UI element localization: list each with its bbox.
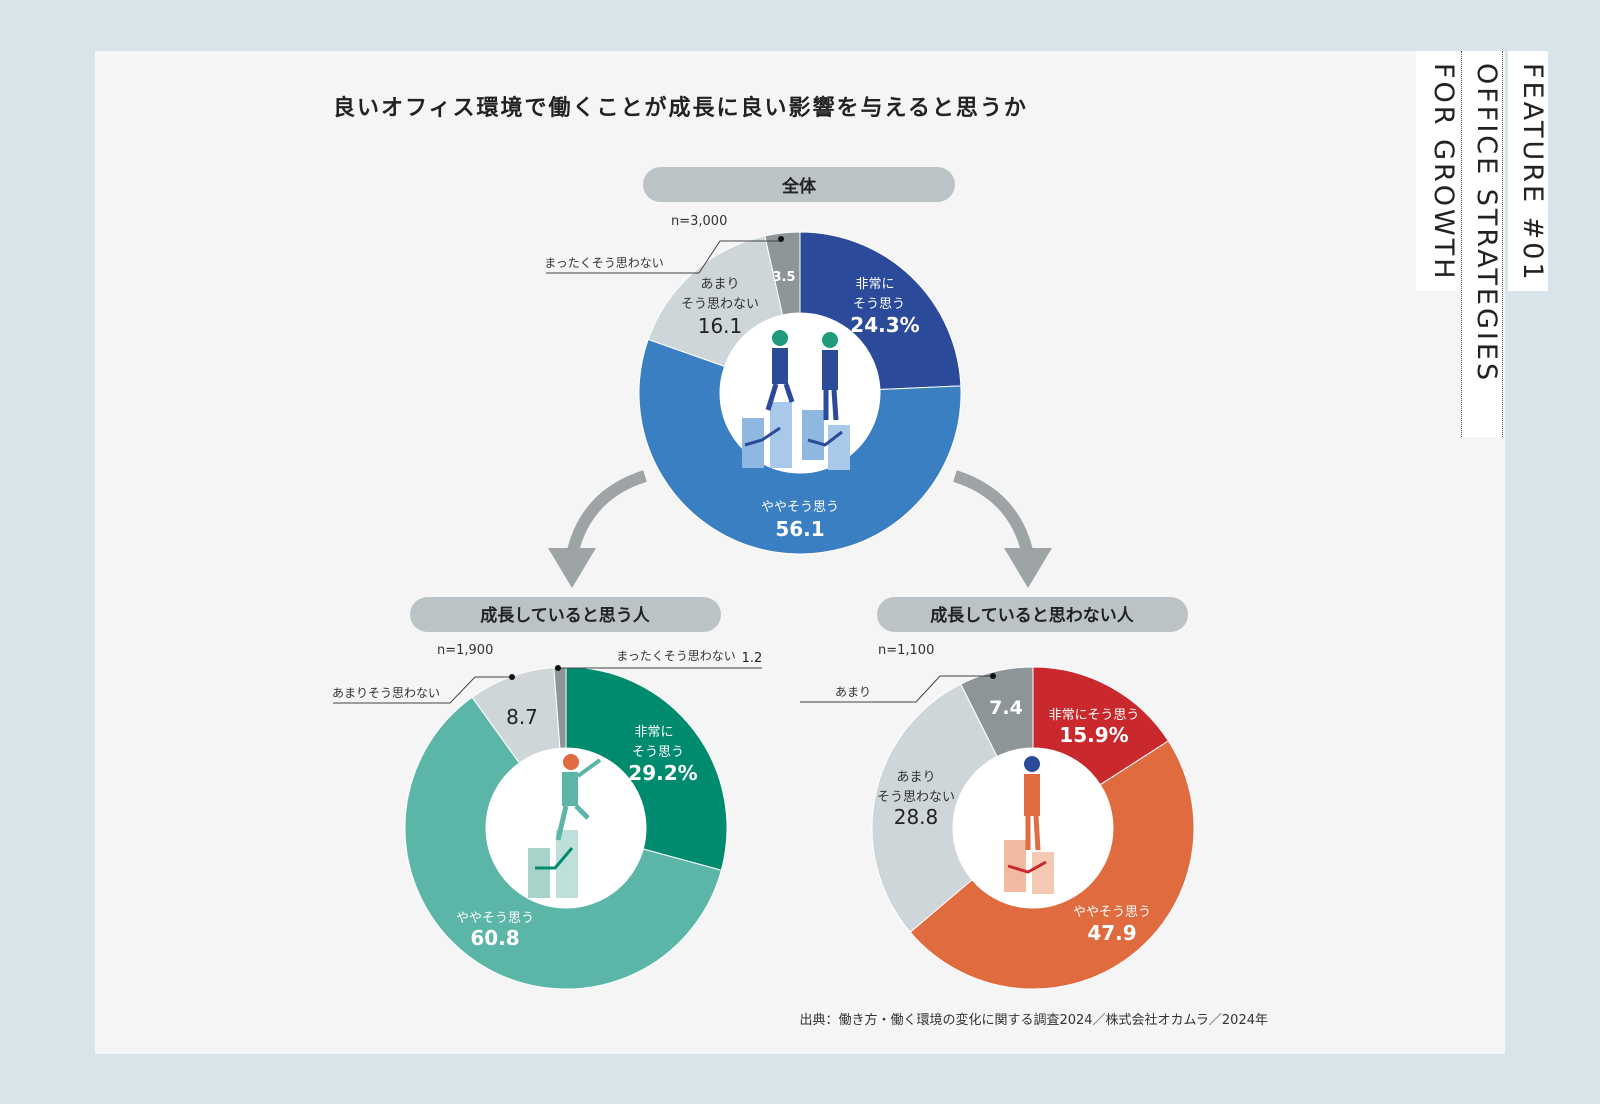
pill-not-growing [877, 597, 1188, 632]
pill-growing [410, 597, 721, 632]
illustration-overall [742, 330, 850, 470]
page-title: 良いオフィス環境で働くことが成長に良い影響を与えると思うか [333, 95, 1028, 121]
label-not-growing-somewhat: ややそう思う [1073, 905, 1151, 920]
arrow-left-icon [548, 470, 647, 588]
pill-overall [643, 167, 955, 202]
value-growing-somewhat: 60.8 [470, 926, 519, 950]
n-label-overall: n=3,000 [671, 214, 727, 229]
label-not-growing-not-much: あまり [896, 770, 935, 785]
illustration-not-growing [1004, 756, 1054, 894]
side-title-for-growth: FOR GROWTH [1416, 51, 1459, 291]
value-growing-strongly: 29.2% [628, 761, 697, 785]
value-not-growing-somewhat: 47.9 [1087, 921, 1136, 945]
label-not-growing-strongly: 非常にそう思う [1049, 708, 1140, 723]
label-growing-not-at-all: まったくそう思わない [616, 649, 736, 663]
chart-title-not-growing: 成長していると思わない人 [930, 605, 1134, 626]
value-growing-not-at-all: 1.2 [742, 651, 763, 666]
n-label-growing: n=1,900 [437, 643, 493, 658]
label-overall-strongly: 非常に [855, 277, 894, 292]
value-not-growing-not-at-all: 7.4 [989, 697, 1023, 719]
value-not-growing-strongly: 15.9% [1059, 723, 1128, 747]
chart-title-overall: 全体 [781, 176, 817, 197]
donut-not-growing [871, 666, 1195, 990]
donut-growing [404, 666, 728, 990]
value-overall-strongly: 24.3% [850, 313, 919, 337]
label-growing-strongly: 非常に [634, 725, 673, 740]
side-title-feature: FEATURE #01 [1508, 51, 1548, 291]
value-not-growing-not-much: 28.8 [894, 805, 939, 829]
label-overall-strongly-2: そう思う [853, 297, 905, 312]
arrow-right-icon [953, 470, 1052, 588]
donut-hole [486, 748, 646, 908]
value-overall-not-much: 16.1 [698, 314, 743, 338]
label-not-growing-not-much-2: そう思わない [877, 790, 955, 805]
label-overall-somewhat: ややそう思う [761, 500, 839, 515]
label-growing-not-much: あまりそう思わない [332, 686, 440, 700]
source-note: 出典：働き方・働く環境の変化に関する調査2024／株式会社オカムラ／2024年 [799, 1012, 1268, 1028]
label-not-growing-not-at-all-leader: あまり [835, 685, 871, 699]
value-growing-not-much: 8.7 [506, 705, 538, 729]
side-title-office-strategies: OFFICE STRATEGIES [1461, 51, 1503, 437]
label-growing-somewhat: ややそう思う [456, 911, 534, 926]
label-overall-not-at-all: まったくそう思わない [544, 256, 664, 270]
label-overall-not-much-2: そう思わない [681, 297, 759, 312]
value-overall-somewhat: 56.1 [775, 517, 824, 541]
n-label-not-growing: n=1,100 [878, 643, 934, 658]
illustration-growing [528, 754, 602, 898]
donut-hole [953, 748, 1113, 908]
chart-title-growing: 成長していると思う人 [480, 605, 650, 626]
label-growing-strongly-2: そう思う [632, 745, 684, 760]
value-overall-not-at-all: 3.5 [772, 270, 795, 285]
label-overall-not-much: あまり [700, 277, 739, 292]
